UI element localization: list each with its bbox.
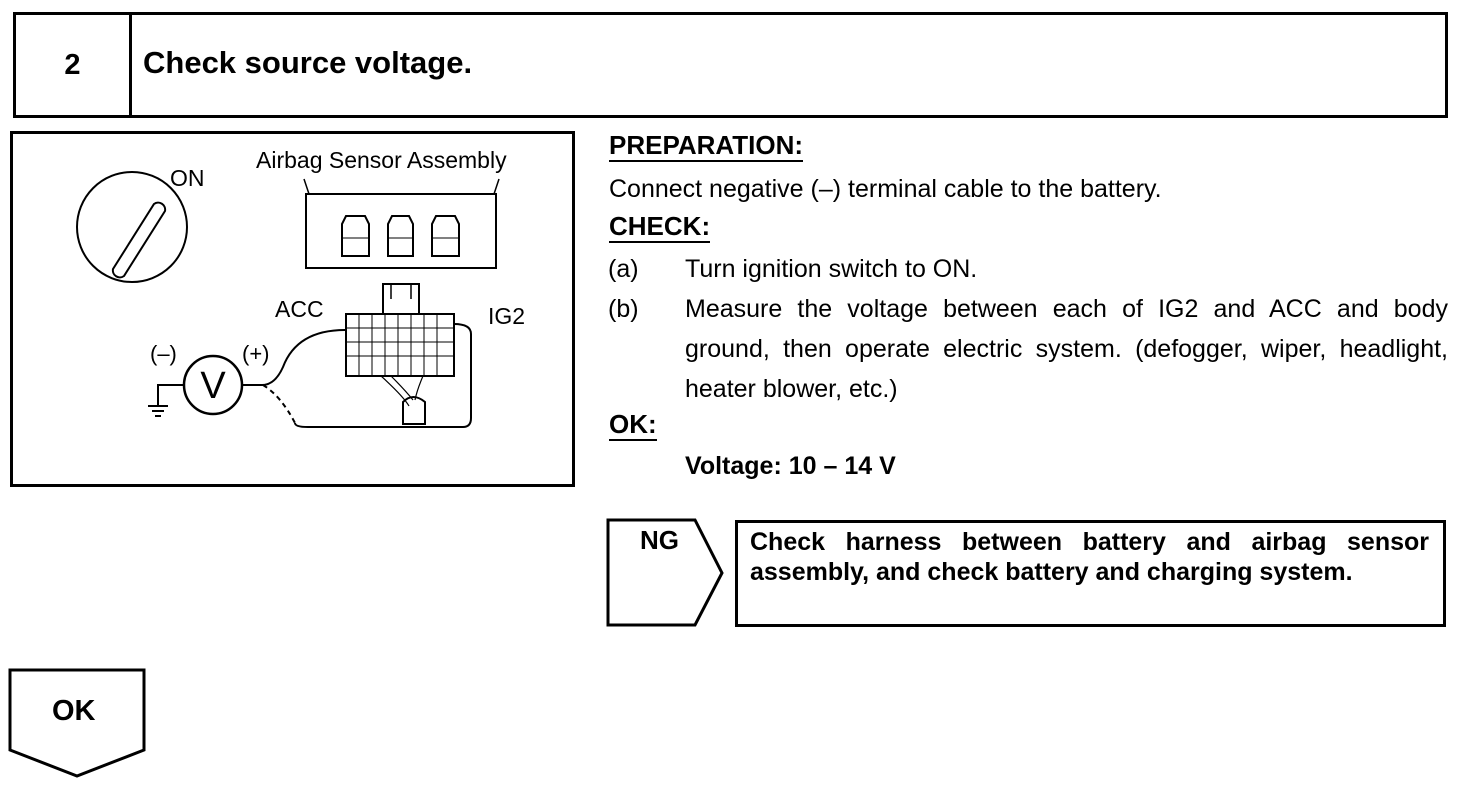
- item-a-text: Turn ignition switch to ON.: [685, 255, 978, 283]
- item-b-letter: (b): [608, 295, 639, 323]
- component-label: Airbag Sensor Assembly: [256, 147, 507, 173]
- harness-connector-icon: [345, 283, 455, 425]
- connector-icon: [303, 178, 500, 269]
- item-a-letter: (a): [608, 255, 639, 283]
- step-title: Check source voltage.: [143, 45, 473, 80]
- voltmeter-icon: V: [182, 354, 244, 416]
- wiring-illustration: ON Airbag Sensor Assembly: [10, 131, 575, 487]
- ok-heading: OK:: [609, 409, 657, 441]
- negative-label: (–): [150, 341, 177, 366]
- ig2-label: IG2: [488, 303, 525, 329]
- preparation-heading: PREPARATION:: [609, 130, 804, 162]
- step-header: 2 Check source voltage.: [13, 12, 1448, 118]
- on-label: ON: [170, 165, 205, 191]
- preparation-text: Connect negative (–) terminal cable to t…: [609, 175, 1162, 203]
- ok-specification: Voltage: 10 – 14 V: [685, 452, 896, 480]
- check-heading: CHECK:: [609, 211, 711, 243]
- ng-arrow-icon: [606, 518, 724, 627]
- ok-label: OK: [52, 695, 96, 727]
- step-number: 2: [16, 15, 132, 115]
- ng-action-box: Check harness between battery and airbag…: [735, 520, 1446, 627]
- ignition-switch-icon: [76, 171, 188, 283]
- ok-arrow-icon: [8, 668, 146, 778]
- meter-symbol: V: [200, 365, 226, 407]
- acc-label: ACC: [275, 296, 324, 322]
- ground-icon: [148, 405, 168, 417]
- ng-label: NG: [640, 525, 679, 555]
- item-b-text: Measure the voltage between each of IG2 …: [685, 295, 1448, 403]
- positive-label: (+): [242, 341, 270, 366]
